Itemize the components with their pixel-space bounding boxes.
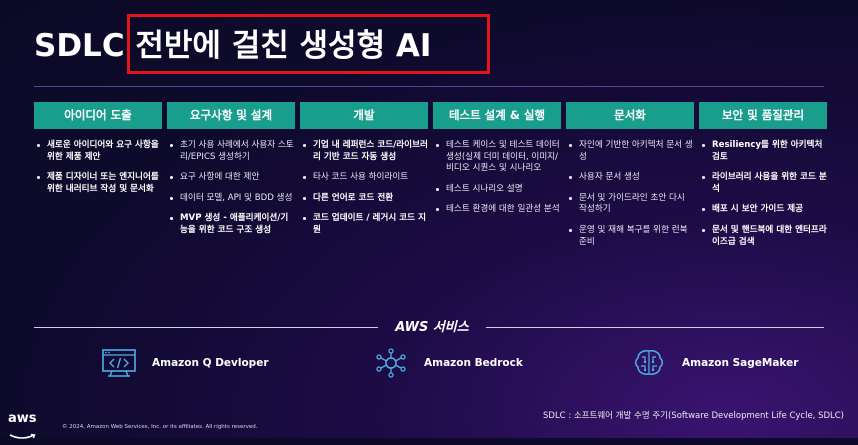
column-header: 테스트 설계 & 실행: [433, 102, 561, 129]
list-item: 테스트 환경에 대한 일관성 분석: [433, 204, 561, 216]
column-ideation: 아이디어 도출 새로운 아이디어와 요구 사항을 위한 제품 제안 제품 디자이…: [34, 102, 162, 204]
list-item: 데이터 모델, API 및 BDD 생성: [167, 193, 295, 205]
footnote-text: SDLC : 소프트웨어 개발 수명 주기(Software Developme…: [543, 411, 844, 421]
list-item: MVP 생성 - 애플리케이션/기능을 위한 코드 구조 생성: [167, 213, 295, 236]
column-header: 개발: [300, 102, 428, 129]
column-items: 자인에 기반한 아키텍처 문서 생성 사용자 문서 생성 문서 및 가이드라인 …: [566, 140, 694, 248]
column-items: 새로운 아이디어와 요구 사항을 위한 제품 제안 제품 디자이너 또는 엔지니…: [34, 140, 162, 195]
brain-network-icon: [372, 347, 410, 379]
list-item: 요구 사항에 대한 제안: [167, 172, 295, 184]
column-header: 아이디어 도출: [34, 102, 162, 129]
title-highlight-box: [127, 14, 490, 74]
brain-circuit-icon: [630, 347, 668, 379]
list-item: 타사 코드 사용 하이라이트: [300, 172, 428, 184]
services-label: AWS 서비스: [395, 320, 469, 335]
list-item: 사용자 문서 생성: [566, 172, 694, 184]
title-divider: [34, 86, 824, 87]
list-item: 코드 업데이트 / 레거시 코드 지원: [300, 213, 428, 236]
column-items: Resiliency를 위한 아키텍처 검토 라이브러리 사용을 위한 코드 분…: [699, 140, 827, 248]
column-items: 테스트 케이스 및 테스트 데이터 생성(실제 더미 데이터, 이미지/비디오 …: [433, 140, 561, 216]
column-items: 기업 내 레퍼런스 코드/라이브러리 기반 코드 자동 생성 타사 코드 사용 …: [300, 140, 428, 237]
copyright-text: © 2024, Amazon Web Services, Inc. or its…: [62, 424, 258, 430]
column-items: 초기 사용 사례에서 사용자 스토리/EPICS 생성하기 요구 사항에 대한 …: [167, 140, 295, 237]
list-item: 초기 사용 사례에서 사용자 스토리/EPICS 생성하기: [167, 140, 295, 163]
code-window-icon: [100, 347, 138, 379]
column-security-quality: 보안 및 품질관리 Resiliency를 위한 아키텍처 검토 라이브러리 사…: [699, 102, 827, 257]
aws-logo-text: aws: [8, 411, 37, 426]
aws-smile-icon: [9, 433, 36, 439]
service-name: Amazon SageMaker: [682, 357, 799, 369]
column-development: 개발 기업 내 레퍼런스 코드/라이브러리 기반 코드 자동 생성 타사 코드 …: [300, 102, 428, 246]
column-test: 테스트 설계 & 실행 테스트 케이스 및 테스트 데이터 생성(실제 더미 데…: [433, 102, 561, 225]
list-item: 배포 시 보안 가이드 제공: [699, 204, 827, 216]
service-name: Amazon Bedrock: [424, 357, 523, 369]
column-header: 문서화: [566, 102, 694, 129]
list-item: Resiliency를 위한 아키텍처 검토: [699, 140, 827, 163]
list-item: 테스트 케이스 및 테스트 데이터 생성(실제 더미 데이터, 이미지/비디오 …: [433, 140, 561, 175]
aws-logo: aws: [8, 411, 38, 439]
list-item: 문서 및 가이드라인 초안 다시 작성하기: [566, 193, 694, 216]
services-divider-right: [486, 327, 824, 328]
list-item: 문서 및 핸드북에 대한 엔터프라이즈급 검색: [699, 225, 827, 248]
services-divider-left: [34, 327, 378, 328]
service-q-developer: Amazon Q Devloper: [100, 347, 269, 379]
service-sagemaker: Amazon SageMaker: [630, 347, 798, 379]
service-name: Amazon Q Devloper: [152, 357, 269, 369]
column-documentation: 문서화 자인에 기반한 아키텍처 문서 생성 사용자 문서 생성 문서 및 가이…: [566, 102, 694, 257]
list-item: 제품 디자이너 또는 엔지니어를 위한 내러티브 작성 및 문서화: [34, 172, 162, 195]
list-item: 라이브러리 사용을 위한 코드 분석: [699, 172, 827, 195]
column-header: 보안 및 품질관리: [699, 102, 827, 129]
list-item: 자인에 기반한 아키텍처 문서 생성: [566, 140, 694, 163]
column-requirements-design: 요구사항 및 설계 초기 사용 사례에서 사용자 스토리/EPICS 생성하기 …: [167, 102, 295, 246]
list-item: 새로운 아이디어와 요구 사항을 위한 제품 제안: [34, 140, 162, 163]
service-bedrock: Amazon Bedrock: [372, 347, 523, 379]
list-item: 기업 내 레퍼런스 코드/라이브러리 기반 코드 자동 생성: [300, 140, 428, 163]
list-item: 다른 언어로 코드 전환: [300, 193, 428, 205]
list-item: 테스트 시나리오 설명: [433, 184, 561, 196]
list-item: 운영 및 재해 복구를 위한 런북 준비: [566, 225, 694, 248]
slide-title: SDLC 전반에 걸친 생성형 AI: [34, 28, 432, 64]
column-header: 요구사항 및 설계: [167, 102, 295, 129]
